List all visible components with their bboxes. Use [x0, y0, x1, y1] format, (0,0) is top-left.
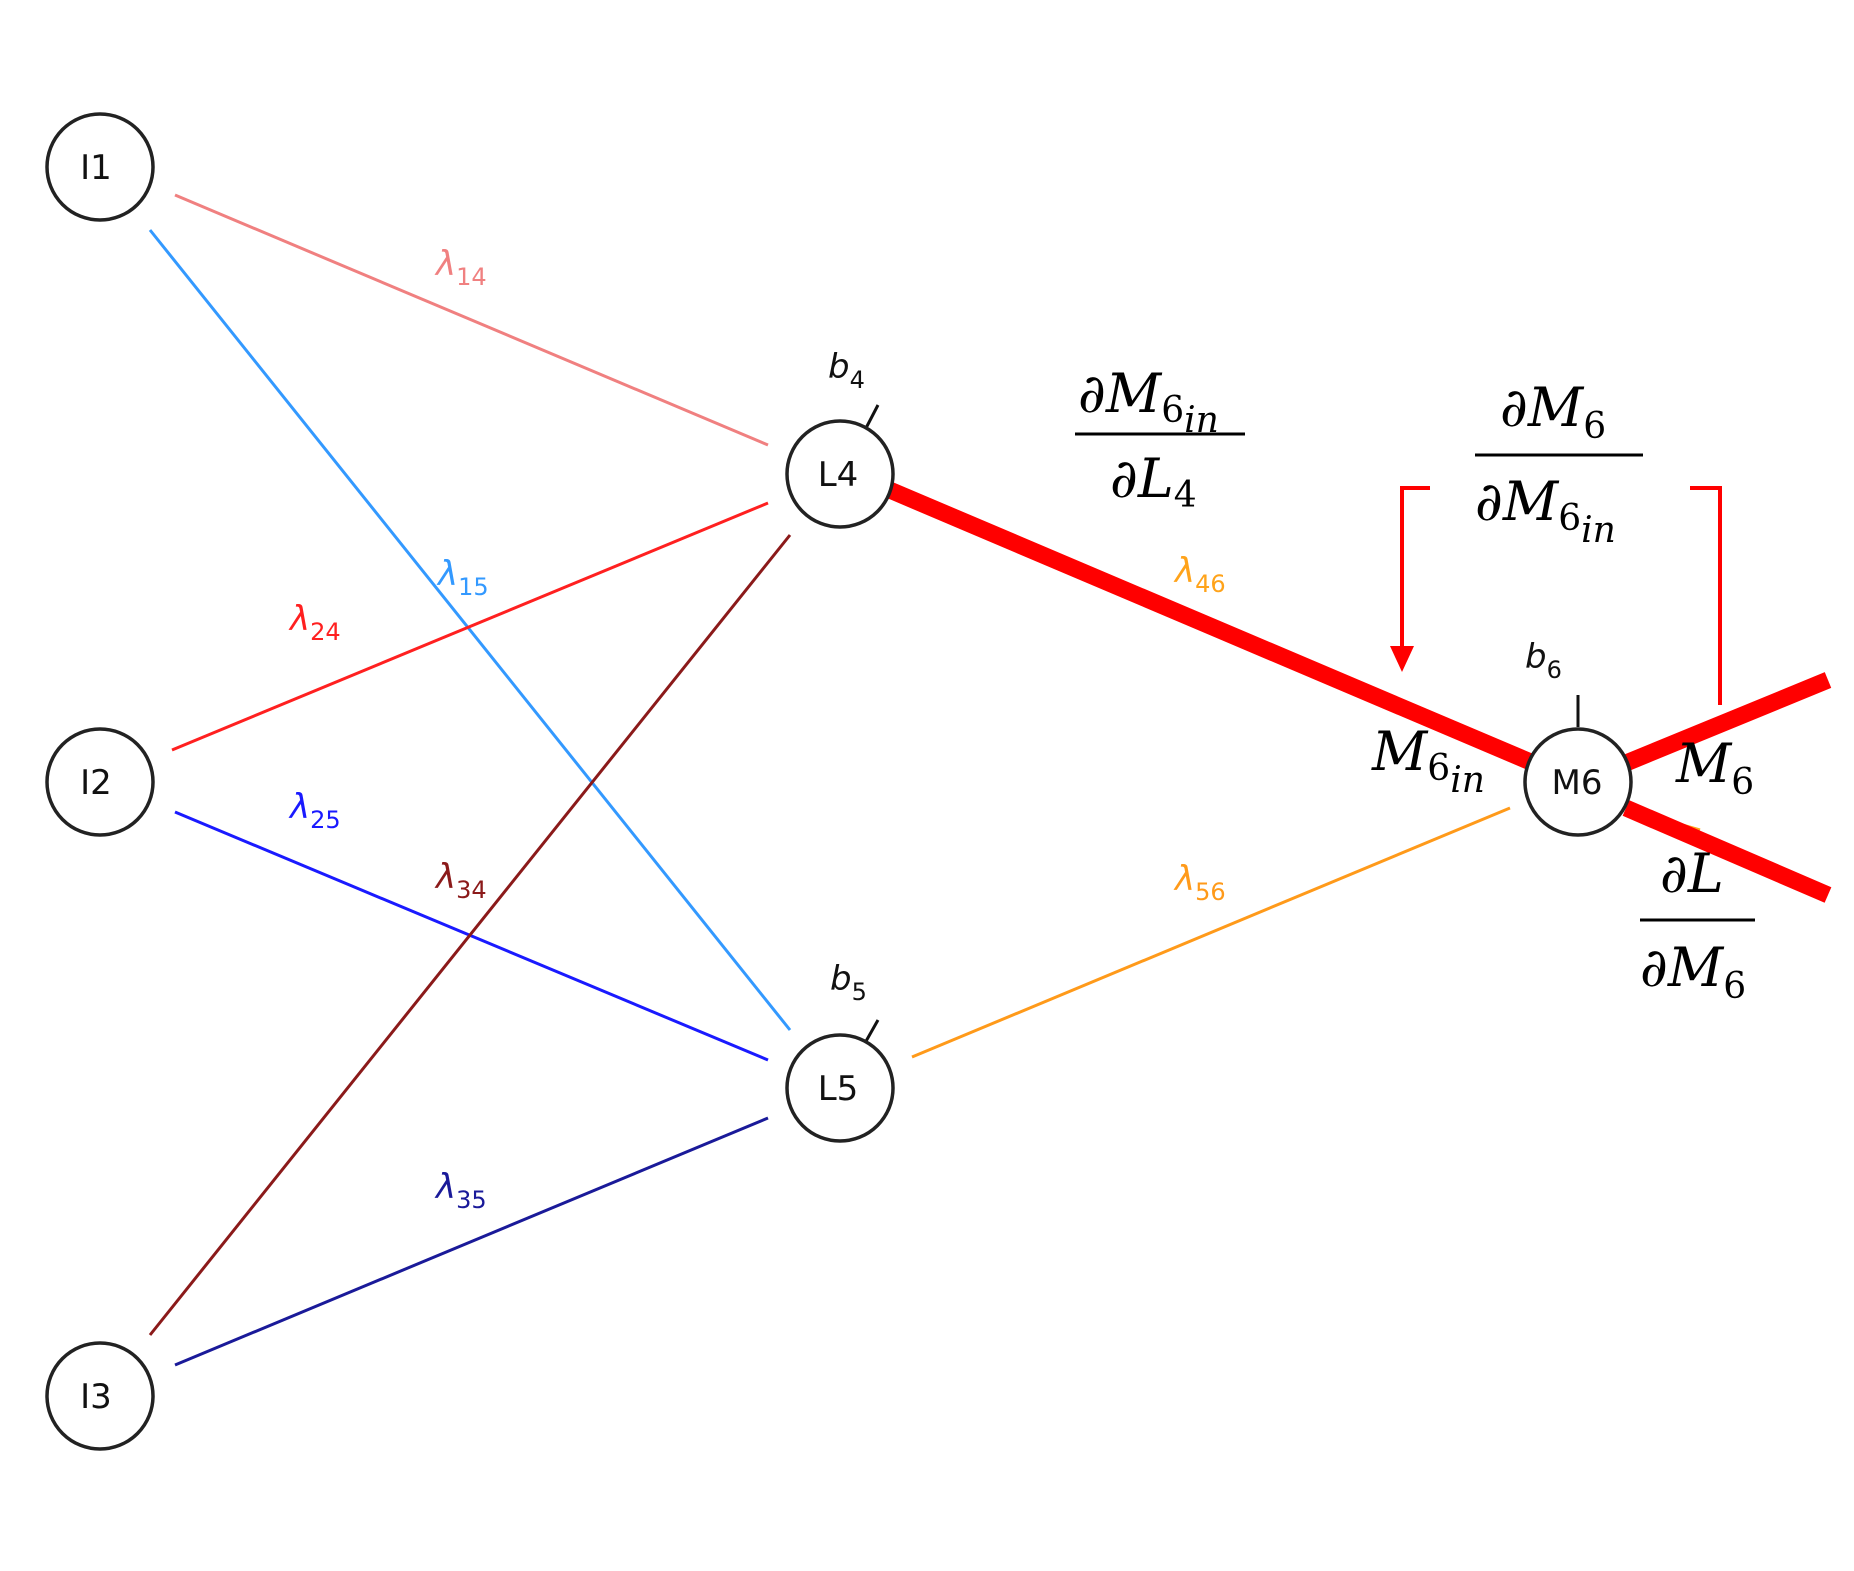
fraction-dm6-dm6in-denominator: ∂M6in	[1475, 470, 1616, 551]
node-label-i3: I3	[80, 1377, 112, 1417]
highlight-l4-m6	[881, 480, 1544, 774]
fraction-dl-dm6-denominator: ∂M6	[1640, 936, 1746, 1007]
node-labels: I1 I2 I3 L4 L5 M6	[80, 148, 1602, 1417]
fraction-dm6in-dl4: ∂M6in ∂L4	[1075, 362, 1245, 516]
node-label-m6: M6	[1552, 763, 1603, 803]
annotation-m6: M6	[1675, 732, 1754, 803]
bias-label-b4: b4	[828, 347, 865, 394]
node-label-i2: I2	[80, 763, 112, 803]
fraction-dl-dm6: ∂L ∂M6	[1640, 842, 1755, 1007]
highlight-m6-out-lower	[1622, 800, 1832, 903]
edge-l5-m6	[911, 806, 1511, 1059]
fraction-dm6-dm6in: ∂M6 ∂M6in	[1475, 376, 1643, 551]
weight-labels: λ14 λ15 λ24 λ25 λ34 λ35 λ46 λ56	[288, 244, 1226, 1214]
node-i1	[45, 112, 155, 222]
bias-label-b6: b6	[1525, 637, 1562, 684]
weight-label-l24: λ24	[288, 599, 341, 646]
node-label-l4: L4	[818, 455, 859, 495]
edge-i2-l4	[171, 501, 769, 752]
fraction-dm6in-dl4-numerator: ∂M6in	[1078, 362, 1219, 441]
node-i2	[45, 727, 155, 837]
node-annotations: M6in M6	[1371, 720, 1754, 803]
weight-label-l56: λ56	[1173, 859, 1226, 906]
bracket-right	[1690, 486, 1722, 705]
gradient-path	[881, 480, 1832, 903]
edges	[148, 193, 1701, 1367]
edge-i3-l4	[148, 534, 792, 1336]
node-label-i1: I1	[80, 148, 112, 188]
node-l4	[785, 419, 895, 529]
weight-label-l15: λ15	[436, 554, 489, 601]
annotation-m6in: M6in	[1371, 720, 1485, 801]
bracket-left	[1400, 486, 1430, 648]
fraction-dm6-dm6in-numerator: ∂M6	[1500, 376, 1606, 447]
bracket-arrowhead	[1390, 646, 1414, 672]
node-i3	[45, 1341, 155, 1451]
derivative-bracket	[1390, 486, 1722, 705]
nodes	[45, 112, 1633, 1451]
weight-label-l35: λ35	[434, 1167, 487, 1214]
bias-stub-l4	[863, 404, 880, 431]
edge-i1-l5	[148, 229, 792, 1031]
bias-labels: b4 b5 b6	[828, 347, 1562, 1006]
edge-i2-l5	[174, 810, 769, 1062]
node-label-l5: L5	[818, 1069, 859, 1109]
weight-label-l34: λ34	[434, 857, 487, 904]
bias-stubs	[863, 404, 1580, 1044]
edge-i1-l4	[174, 193, 769, 447]
bias-stub-l5	[863, 1019, 880, 1044]
weight-label-l14: λ14	[434, 244, 487, 291]
fraction-dm6in-dl4-denominator: ∂L4	[1110, 447, 1197, 516]
bias-label-b5: b5	[830, 959, 867, 1006]
highlight-m6-out-upper	[1622, 672, 1832, 771]
node-m6	[1523, 727, 1633, 837]
weight-label-l46: λ46	[1173, 551, 1226, 598]
fraction-dl-dm6-numerator: ∂L	[1660, 842, 1724, 905]
node-l5	[785, 1033, 895, 1143]
weight-label-l25: λ25	[288, 787, 341, 834]
edge-i3-l5	[174, 1116, 769, 1367]
